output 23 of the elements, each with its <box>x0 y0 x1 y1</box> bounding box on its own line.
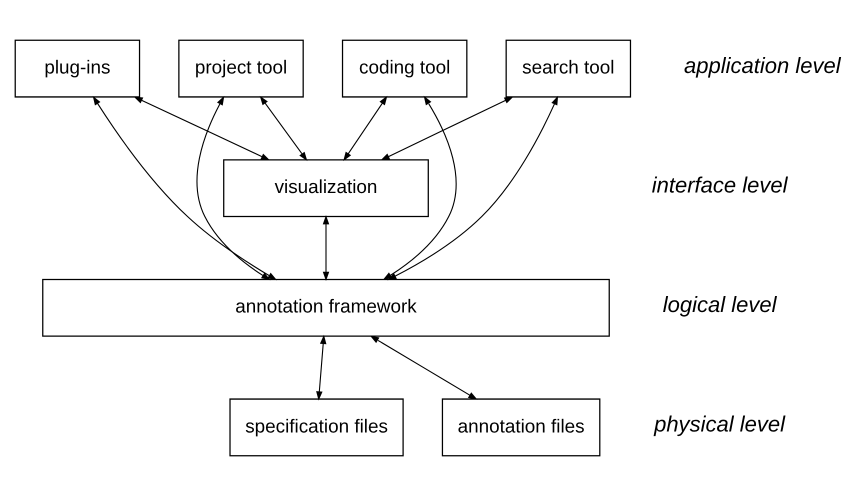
node-box: search tool <box>506 39 632 98</box>
label: interface level <box>652 172 788 197</box>
arrow <box>322 214 330 281</box>
arrow <box>92 95 277 280</box>
arrow <box>316 334 326 400</box>
node-box: coding tool <box>342 39 468 98</box>
arrow <box>382 95 457 280</box>
arrow <box>387 95 558 280</box>
node-box: annotation framework <box>42 278 610 336</box>
arrow <box>343 95 388 161</box>
label: application level <box>684 52 841 78</box>
arrow <box>370 335 478 400</box>
arrow <box>260 95 308 161</box>
node-box: specification files <box>229 398 404 456</box>
node-box: plug-ins <box>14 39 140 98</box>
label: physical level <box>654 411 786 436</box>
arrow <box>134 96 270 160</box>
arrow <box>196 95 271 280</box>
label: logical level <box>662 292 777 317</box>
node-box: annotation files <box>442 398 600 456</box>
arrow <box>380 96 514 160</box>
node-box: visualization <box>223 158 429 217</box>
node-box: project tool <box>178 39 304 98</box>
